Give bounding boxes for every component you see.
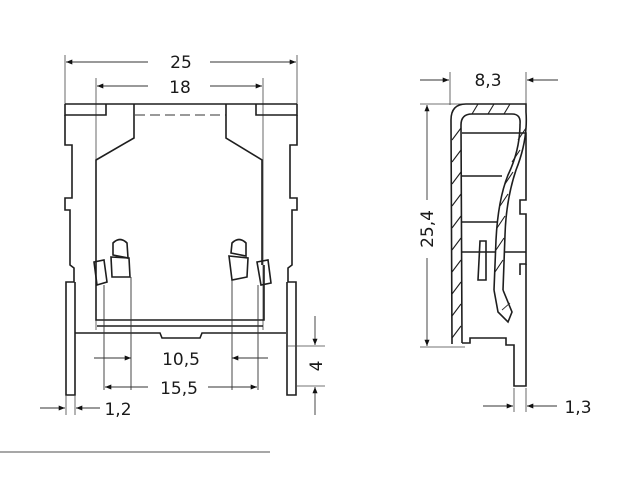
dim-label-8-3: 8,3 (474, 71, 501, 91)
dimension-contact-spacing-inner: 10,5 (94, 350, 268, 370)
dimension-pin-width: 1,2 (40, 395, 132, 420)
dim-label-15-5: 15,5 (160, 379, 198, 399)
front-body (64, 103, 298, 396)
dimension-inner-width: 18 (95, 78, 264, 330)
dimension-overall-width: 25 (64, 53, 298, 108)
dimension-side-pin-width: 1,3 (483, 398, 592, 418)
dimension-depth: 8,3 (420, 71, 558, 105)
side-clip (450, 103, 528, 412)
side-view: 8,3 25,4 (418, 71, 592, 418)
dim-label-25: 25 (170, 53, 192, 73)
dimension-contact-spacing-outer: 15,5 (105, 379, 257, 399)
dimension-height: 25,4 (418, 103, 525, 348)
dim-label-1-3: 1,3 (564, 398, 591, 418)
dim-label-18: 18 (169, 78, 191, 98)
contact-right (228, 238, 272, 390)
dim-label-25-4: 25,4 (418, 210, 438, 248)
front-view: 25 18 (40, 53, 327, 420)
dim-label-1-2: 1,2 (104, 400, 131, 420)
contact-left (93, 238, 132, 390)
dim-label-4: 4 (307, 361, 327, 372)
dimension-pin-length: 4 (286, 316, 327, 415)
dim-label-10-5: 10,5 (162, 350, 200, 370)
